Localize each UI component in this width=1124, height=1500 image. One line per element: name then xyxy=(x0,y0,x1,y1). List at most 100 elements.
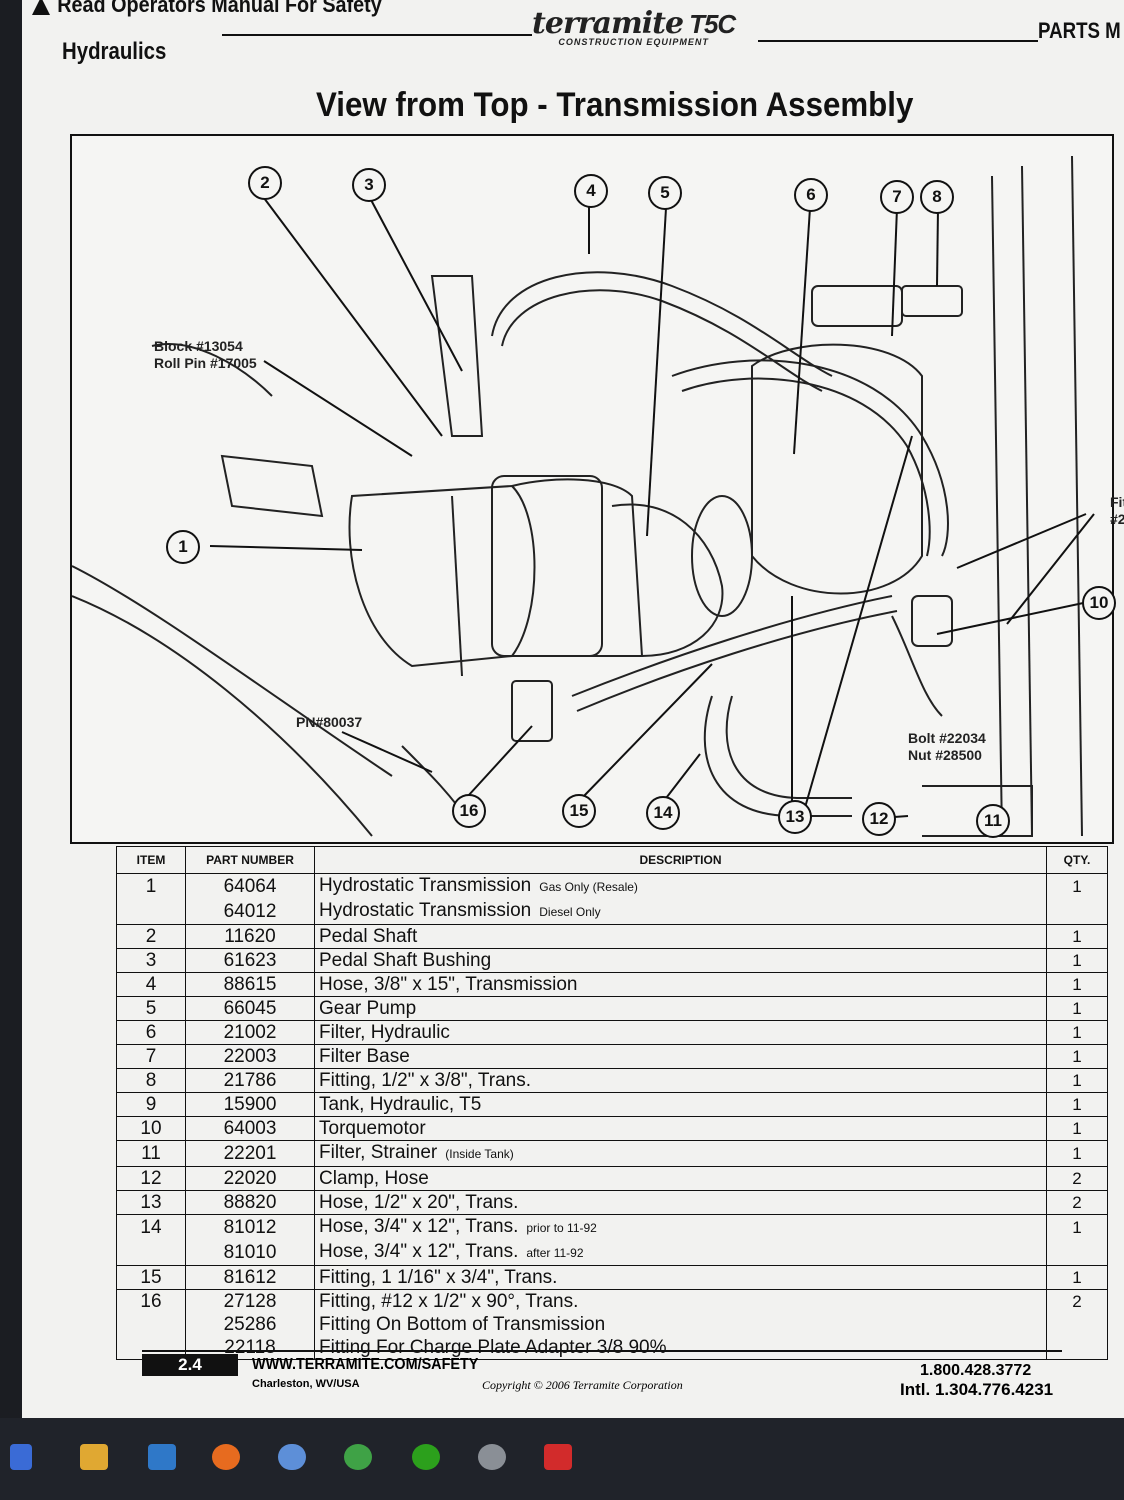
part-number: 88820 xyxy=(185,1190,315,1215)
description: Clamp, Hose xyxy=(314,1166,1047,1191)
item-number: 5 xyxy=(116,996,186,1021)
acrobat-icon[interactable] xyxy=(544,1444,572,1470)
callout-14: 14 xyxy=(646,796,680,830)
callout-8: 8 xyxy=(920,180,954,214)
warning-banner: Read Operators Manual For Safety xyxy=(32,0,382,18)
quantity: 1 xyxy=(1046,873,1108,899)
callout-16: 16 xyxy=(452,794,486,828)
assembly-drawing xyxy=(72,155,1095,837)
page-title: View from Top - Transmission Assembly xyxy=(316,86,914,124)
firefox-icon[interactable] xyxy=(212,1444,240,1470)
description-note: (Inside Tank) xyxy=(445,1147,514,1161)
part-number: 21002 xyxy=(185,1020,315,1045)
quantity: 2 xyxy=(1046,1190,1108,1215)
item-number: 4 xyxy=(116,972,186,997)
item-number: 7 xyxy=(116,1044,186,1069)
quickbooks-icon[interactable] xyxy=(412,1444,440,1470)
pin-note: PN#80037 xyxy=(296,714,363,730)
description: Fitting On Bottom of Transmission xyxy=(314,1313,1047,1336)
part-number: 22118 xyxy=(185,1336,315,1360)
quantity: 1 xyxy=(1046,1092,1108,1117)
description-note: prior to 11-92 xyxy=(526,1221,597,1235)
callout-2: 2 xyxy=(248,166,282,200)
defender-icon[interactable] xyxy=(10,1444,32,1470)
description-note: after 11-92 xyxy=(526,1246,584,1260)
callout-12: 12 xyxy=(862,802,896,836)
description: Hose, 3/8" x 15", Transmission xyxy=(314,972,1047,997)
callout-13: 13 xyxy=(778,800,812,834)
callout-6: 6 xyxy=(794,178,828,212)
footer-phone: 1.800.428.3772 xyxy=(920,1362,1032,1379)
brand-tagline: CONSTRUCTION EQUIPMENT xyxy=(558,37,709,47)
description: Fitting, 1/2" x 3/8", Trans. xyxy=(314,1068,1047,1093)
page-footer: 2.4 WWW.TERRAMITE.COM/SAFETY Charleston,… xyxy=(142,1350,1062,1402)
description: Fitting, 1 1/16" x 3/4", Trans. xyxy=(314,1265,1047,1290)
description: Pedal Shaft Bushing xyxy=(314,948,1047,973)
item-number xyxy=(116,899,186,925)
quantity xyxy=(1046,899,1108,925)
callout-7: 7 xyxy=(880,180,914,214)
description: Hose, 3/4" x 12", Trans.after 11-92 xyxy=(314,1240,1047,1266)
brand-name: terramite xyxy=(532,6,684,41)
item-number: 13 xyxy=(116,1190,186,1215)
cloud-icon[interactable] xyxy=(278,1444,306,1470)
description: Hose, 3/4" x 12", Trans.prior to 11-92 xyxy=(314,1214,1047,1240)
part-number: 81612 xyxy=(185,1265,315,1290)
chrome-icon[interactable] xyxy=(344,1444,372,1470)
description: Filter, Strainer(Inside Tank) xyxy=(314,1140,1047,1167)
item-number: 8 xyxy=(116,1068,186,1093)
item-number: 14 xyxy=(116,1214,186,1240)
description: Torquemotor xyxy=(314,1116,1047,1141)
part-number: 21786 xyxy=(185,1068,315,1093)
media-icon[interactable] xyxy=(478,1444,506,1470)
section-title: Hydraulics xyxy=(62,38,167,65)
part-number: 25286 xyxy=(185,1313,315,1336)
manual-page: Read Operators Manual For Safety Hydraul… xyxy=(22,0,1124,1418)
item-number: 1 xyxy=(116,873,186,899)
col-item: ITEM xyxy=(116,846,186,874)
description: Hose, 1/2" x 20", Trans. xyxy=(314,1190,1047,1215)
warning-icon xyxy=(32,0,50,16)
quantity: 1 xyxy=(1046,948,1108,973)
quantity: 1 xyxy=(1046,924,1108,949)
quantity: 1 xyxy=(1046,1116,1108,1141)
part-number: 66045 xyxy=(185,996,315,1021)
part-number: 81012 xyxy=(185,1214,315,1240)
part-number: 15900 xyxy=(185,1092,315,1117)
part-number: 22003 xyxy=(185,1044,315,1069)
footer-city: Charleston, WV/USA xyxy=(252,1378,360,1390)
callout-1: 1 xyxy=(166,530,200,564)
quantity: 1 xyxy=(1046,1265,1108,1290)
part-number: 27128 xyxy=(185,1289,315,1313)
item-number: 9 xyxy=(116,1092,186,1117)
footer-intl-phone: Intl. 1.304.776.4231 xyxy=(900,1380,1054,1399)
part-number: 64003 xyxy=(185,1116,315,1141)
mail-icon[interactable] xyxy=(148,1444,176,1470)
quantity: 1 xyxy=(1046,1020,1108,1045)
description: Fitting, #12 x 1/2" x 90°, Trans. xyxy=(314,1289,1047,1313)
fitting-note: Fittin#2000 xyxy=(1110,494,1124,527)
callout-15: 15 xyxy=(562,794,596,828)
file-explorer-icon[interactable] xyxy=(80,1444,108,1470)
description: Tank, Hydraulic, T5 xyxy=(314,1092,1047,1117)
quantity: 1 xyxy=(1046,1140,1108,1167)
col-description: DESCRIPTION xyxy=(314,846,1047,874)
part-number: 11620 xyxy=(185,924,315,949)
item-number: 10 xyxy=(116,1116,186,1141)
